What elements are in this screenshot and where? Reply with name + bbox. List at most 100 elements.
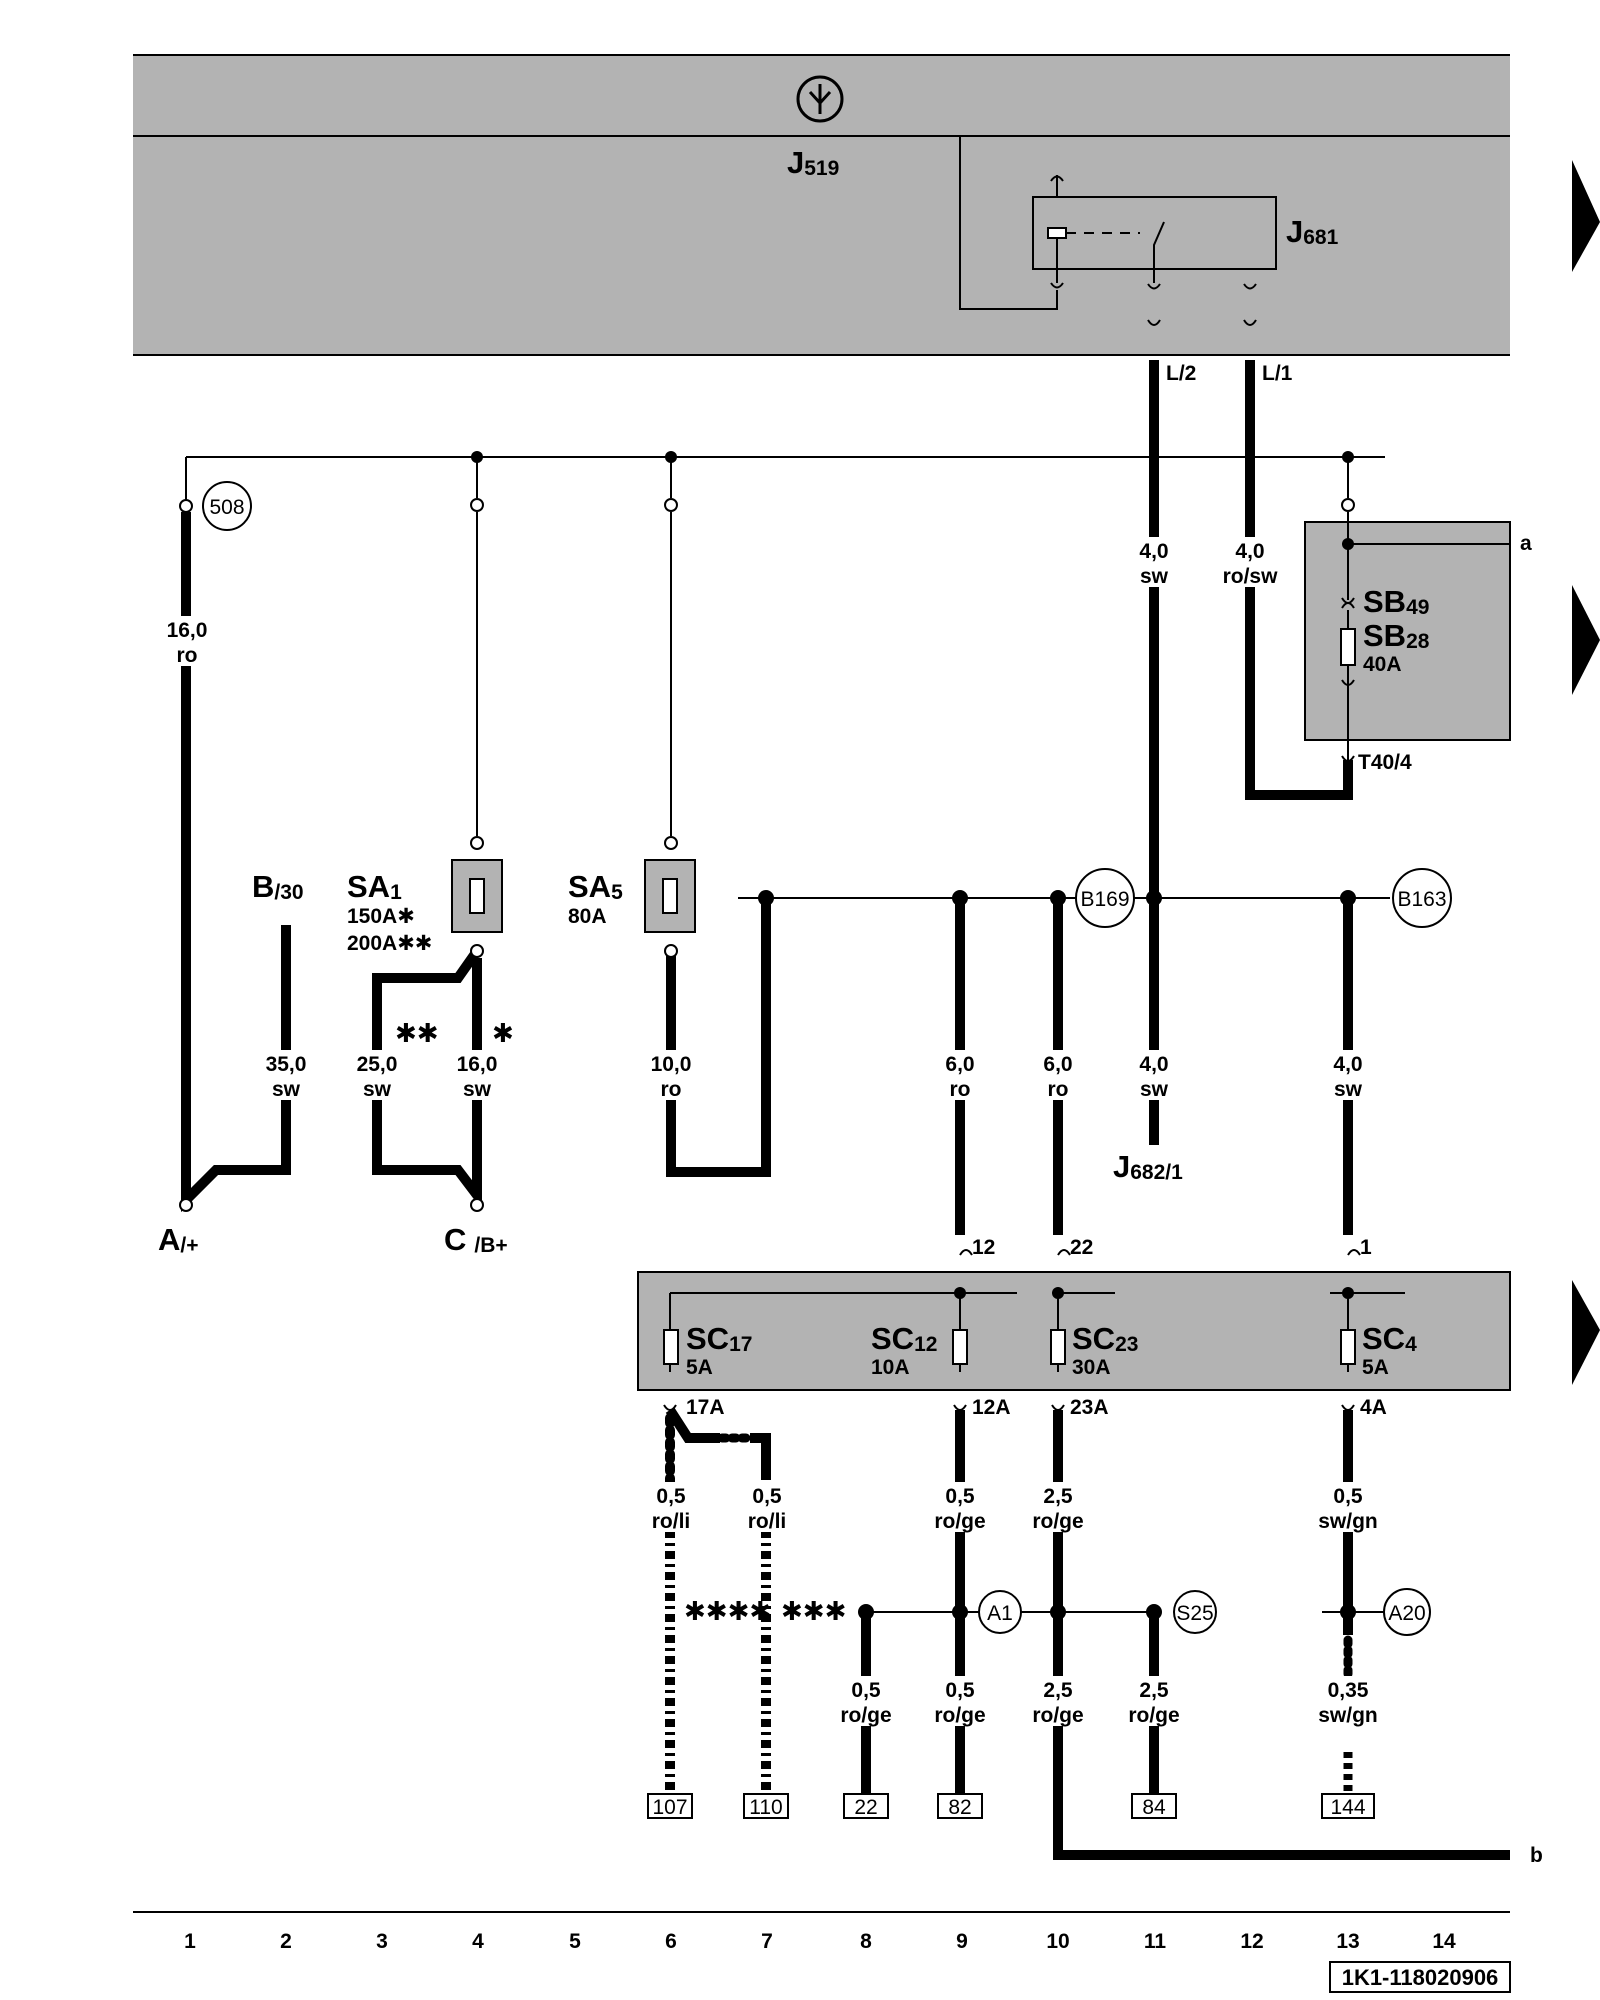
label-sb28: SB28 bbox=[1363, 618, 1430, 653]
wire-label: 6,0ro bbox=[1033, 1050, 1083, 1101]
track-number: 7 bbox=[761, 1930, 773, 1953]
svg-text:0,5: 0,5 bbox=[945, 1485, 975, 1508]
terminal-box: 144 bbox=[1321, 1793, 1375, 1819]
pin-l1: L/1 bbox=[1262, 362, 1293, 385]
fuse-sb28 bbox=[1340, 628, 1356, 666]
pin-1: 1 bbox=[1360, 1236, 1372, 1259]
ground-symbol bbox=[796, 75, 844, 123]
svg-text:sw: sw bbox=[1140, 565, 1169, 588]
svg-text:ro/ge: ro/ge bbox=[840, 1704, 891, 1727]
connection-ref-a20: A20 bbox=[1383, 1588, 1431, 1636]
svg-text:0,5: 0,5 bbox=[1333, 1485, 1363, 1508]
svg-text:0,35: 0,35 bbox=[1328, 1679, 1369, 1702]
label-t40: T40/4 bbox=[1358, 751, 1412, 774]
svg-text:144: 144 bbox=[1330, 1796, 1365, 1819]
terminal-box: 22 bbox=[843, 1793, 889, 1819]
fuse-sc23 bbox=[1050, 1329, 1066, 1365]
svg-text:107: 107 bbox=[652, 1796, 687, 1819]
svg-text:ro: ro bbox=[661, 1078, 682, 1101]
wire-label: 2,5ro/ge bbox=[1028, 1482, 1088, 1533]
svg-text:sw: sw bbox=[1334, 1078, 1363, 1101]
label-sc12-rating: 10A bbox=[871, 1356, 910, 1379]
pin-4a: 4A bbox=[1360, 1396, 1387, 1419]
svg-text:2,5: 2,5 bbox=[1043, 1485, 1073, 1508]
svg-text:ro/ge: ro/ge bbox=[1128, 1704, 1179, 1727]
label-sa5: SA5 bbox=[568, 869, 623, 904]
label-sc17-rating: 5A bbox=[686, 1356, 713, 1379]
connection-ref-s25: S25 bbox=[1173, 1590, 1217, 1634]
connection-ref-508: 508 bbox=[202, 481, 252, 531]
svg-text:35,0: 35,0 bbox=[266, 1053, 307, 1076]
terminal-box: 82 bbox=[937, 1793, 983, 1819]
label-sb-rating: 40A bbox=[1363, 653, 1402, 676]
label-sc4: SC4 bbox=[1362, 1321, 1417, 1356]
svg-text:10,0: 10,0 bbox=[651, 1053, 692, 1076]
wire-label: 6,0ro bbox=[935, 1050, 985, 1101]
wire-label: 2,5ro/ge bbox=[1124, 1676, 1184, 1727]
svg-text:sw: sw bbox=[363, 1078, 392, 1101]
track-numbers: 1 2 3 4 5 6 7 8 9 10 11 12 13 14 bbox=[184, 1930, 1456, 1953]
track-number: 14 bbox=[1432, 1930, 1456, 1953]
svg-text:ro/ge: ro/ge bbox=[1032, 1510, 1083, 1533]
svg-text:16,0: 16,0 bbox=[457, 1053, 498, 1076]
track-number: 5 bbox=[569, 1930, 581, 1953]
wire-label: 0,5ro/li bbox=[741, 1482, 793, 1533]
svg-text:sw/gn: sw/gn bbox=[1318, 1704, 1378, 1727]
track-number: 6 bbox=[665, 1930, 677, 1953]
wire-label: 4,0ro/sw bbox=[1218, 537, 1282, 588]
page-tab-arrow[interactable] bbox=[1572, 1280, 1600, 1385]
label-sc23: SC23 bbox=[1072, 1321, 1138, 1356]
continuation-a: a bbox=[1520, 532, 1532, 555]
label-sa1-rating-1: 150A✱ bbox=[347, 905, 415, 928]
label-sc12: SC12 bbox=[871, 1321, 937, 1356]
pin-12a: 12A bbox=[972, 1396, 1011, 1419]
svg-text:sw: sw bbox=[463, 1078, 492, 1101]
label-sc23-rating: 30A bbox=[1072, 1356, 1111, 1379]
pin-23a: 23A bbox=[1070, 1396, 1109, 1419]
svg-text:82: 82 bbox=[948, 1796, 971, 1819]
svg-text:0,5: 0,5 bbox=[656, 1485, 686, 1508]
wire-label: 0,5ro/ge bbox=[930, 1482, 990, 1533]
wire-label: 0,5ro/ge bbox=[836, 1676, 896, 1727]
junction-dots bbox=[471, 451, 1356, 1620]
page-tab-arrow[interactable] bbox=[1572, 160, 1600, 272]
housings bbox=[133, 54, 1511, 1391]
track-number: 2 bbox=[280, 1930, 292, 1953]
svg-text:ro: ro bbox=[1048, 1078, 1069, 1101]
variant-mark-4: ✱✱✱✱ bbox=[684, 1596, 771, 1626]
svg-text:84: 84 bbox=[1142, 1796, 1166, 1819]
page-tab-arrow[interactable] bbox=[1572, 585, 1600, 695]
wire-label: 2,5ro/ge bbox=[1028, 1676, 1088, 1727]
connection-ref-b169: B169 bbox=[1075, 868, 1135, 928]
svg-text:4,0: 4,0 bbox=[1139, 540, 1168, 563]
svg-text:25,0: 25,0 bbox=[357, 1053, 398, 1076]
svg-text:4,0: 4,0 bbox=[1333, 1053, 1362, 1076]
track-number: 12 bbox=[1240, 1930, 1263, 1953]
svg-text:ro/ge: ro/ge bbox=[934, 1704, 985, 1727]
terminal-box: 110 bbox=[743, 1793, 789, 1819]
svg-text:ro/ge: ro/ge bbox=[1032, 1704, 1083, 1727]
svg-text:ro: ro bbox=[950, 1078, 971, 1101]
svg-text:2,5: 2,5 bbox=[1139, 1679, 1169, 1702]
fuse-sc17 bbox=[663, 1329, 679, 1365]
svg-text:sw/gn: sw/gn bbox=[1318, 1510, 1378, 1533]
svg-text:2,5: 2,5 bbox=[1043, 1679, 1073, 1702]
sc-fuse-holder-housing bbox=[637, 1271, 1511, 1391]
variant-marks: ✱ ✱✱ ✱✱✱✱ ✱✱✱ bbox=[395, 1018, 846, 1626]
component-labels: J519 J681 J682/1 SB49 SB28 40A T40/4 SA1… bbox=[158, 145, 1430, 1379]
label-b30: B/30 bbox=[252, 869, 304, 904]
svg-text:ro/li: ro/li bbox=[652, 1510, 691, 1533]
svg-text:508: 508 bbox=[209, 496, 244, 519]
terminal-circles bbox=[179, 498, 1355, 1212]
pin-17a: 17A bbox=[686, 1396, 725, 1419]
connection-ref-b163: B163 bbox=[1392, 868, 1452, 928]
svg-text:0,5: 0,5 bbox=[945, 1679, 975, 1702]
svg-text:ro/ge: ro/ge bbox=[934, 1510, 985, 1533]
wire-label: 25,0sw bbox=[346, 1050, 408, 1101]
relay-j681 bbox=[959, 136, 1277, 310]
track-number: 4 bbox=[472, 1930, 484, 1953]
fuse-sc12 bbox=[952, 1329, 968, 1365]
variant-mark-3: ✱✱✱ bbox=[781, 1596, 846, 1626]
connection-refs: 508 B169 B163 A1 S25 A20 bbox=[202, 481, 1452, 1636]
label-sa5-rating: 80A bbox=[568, 905, 607, 928]
